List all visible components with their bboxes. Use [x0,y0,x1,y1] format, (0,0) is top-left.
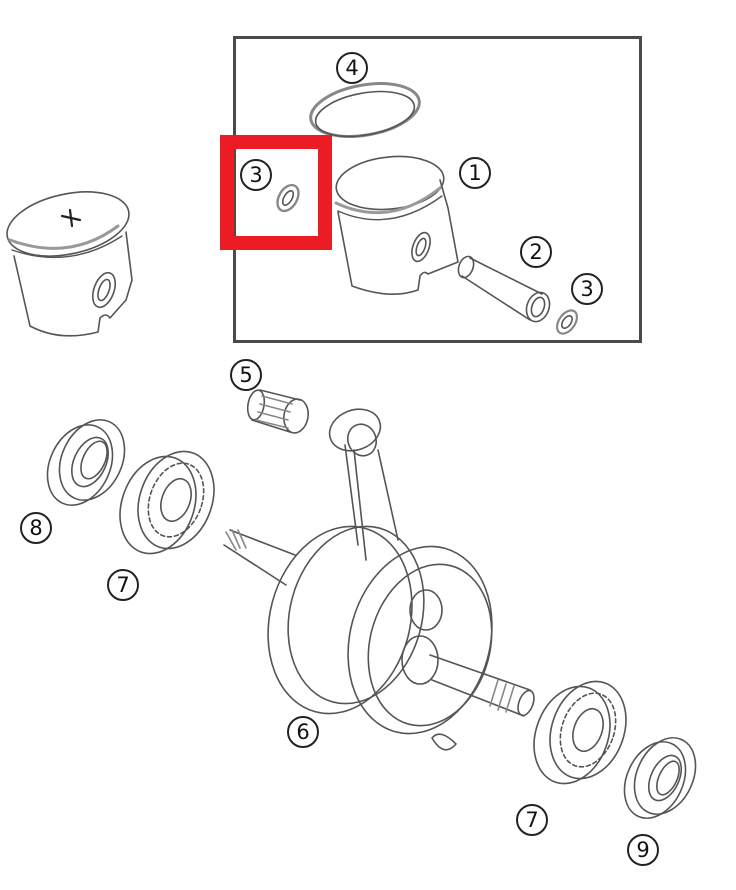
circlip-highlight-box [220,135,332,250]
circlip-right-drawing [555,309,579,335]
callout-5: 5 [230,359,262,391]
piston-ring-drawing [309,82,421,138]
crankshaft-drawing [223,408,535,751]
piston-pin-drawing [457,255,551,323]
callout-1: 1 [459,157,491,189]
standalone-piston-drawing [6,191,133,337]
piston-kit-group-box [233,36,642,343]
callout-3-left: 3 [240,159,272,191]
ball-bearing-right-drawing [533,680,627,785]
needle-bearing-drawing [246,389,309,434]
callout-8: 8 [20,512,52,544]
callout-6: 6 [287,716,319,748]
callout-4: 4 [336,52,368,84]
piston-drawing [334,155,459,295]
shaft-seal-left-drawing [46,419,126,506]
callout-2: 2 [520,236,552,268]
callout-9: 9 [627,834,659,866]
callout-7-right: 7 [516,804,548,836]
callout-3-right: 3 [571,273,603,305]
callout-7-left: 7 [107,569,139,601]
circlip-left-drawing [276,183,300,213]
shaft-seal-right-drawing [623,737,697,819]
ball-bearing-left-drawing [119,450,215,555]
